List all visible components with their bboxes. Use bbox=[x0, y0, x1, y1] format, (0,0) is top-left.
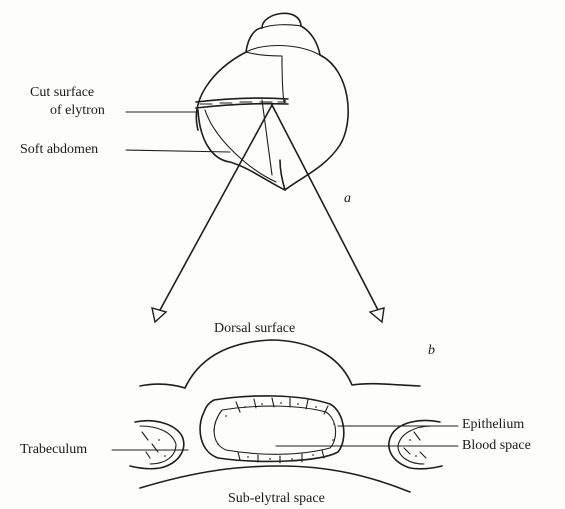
label-soft-abdomen: Soft abdomen bbox=[20, 143, 98, 157]
projection-arrows bbox=[152, 105, 384, 322]
label-dorsal-surface: Dorsal surface bbox=[214, 322, 295, 336]
label-blood-space: Blood space bbox=[462, 439, 531, 453]
panel-b-letter: b bbox=[428, 344, 435, 358]
cross-section-drawing bbox=[130, 340, 442, 492]
leader-soft-abdomen bbox=[126, 150, 230, 152]
panel-a-letter: a bbox=[344, 192, 351, 206]
label-cut-surface-line1: Cut surface bbox=[30, 86, 94, 100]
label-cut-surface-line2: of elytron bbox=[50, 104, 105, 118]
elytron-shell-drawing bbox=[196, 13, 348, 190]
label-epithelium: Epithelium bbox=[462, 418, 524, 432]
label-sub-elytral-space: Sub-elytral space bbox=[228, 492, 325, 506]
label-trabeculum: Trabeculum bbox=[20, 443, 87, 457]
